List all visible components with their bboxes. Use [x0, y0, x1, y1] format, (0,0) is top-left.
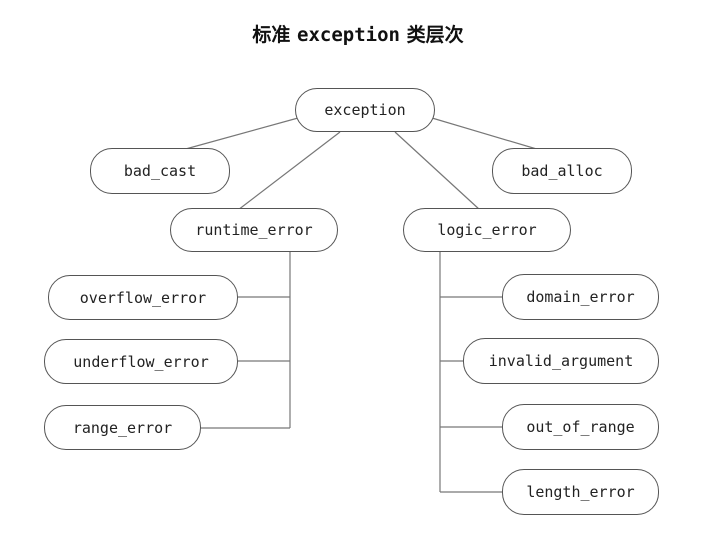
node-bad-cast: bad_cast — [90, 148, 230, 194]
title-suffix: 类层次 — [406, 24, 464, 46]
title-keyword: exception — [297, 24, 400, 46]
edge-exception-bad-cast — [181, 117, 299, 151]
edge-exception-runtime-error — [237, 131, 341, 211]
node-overflow-error: overflow_error — [48, 275, 238, 320]
node-logic-error: logic_error — [403, 208, 571, 252]
node-length-error: length_error — [502, 469, 659, 515]
node-range-error: range_error — [44, 405, 201, 450]
node-invalid-argument: invalid_argument — [463, 338, 659, 384]
diagram-title: 标准 exception 类层次 — [0, 20, 716, 47]
node-bad-alloc: bad_alloc — [492, 148, 632, 194]
node-runtime-error: runtime_error — [170, 208, 338, 252]
node-domain-error: domain_error — [502, 274, 659, 320]
node-out-of-range: out_of_range — [502, 404, 659, 450]
node-underflow-error: underflow_error — [44, 339, 238, 384]
title-prefix: 标准 — [252, 24, 291, 46]
edge-exception-logic-error — [394, 131, 481, 211]
edge-exception-bad-alloc — [431, 117, 541, 151]
node-exception: exception — [295, 88, 435, 132]
